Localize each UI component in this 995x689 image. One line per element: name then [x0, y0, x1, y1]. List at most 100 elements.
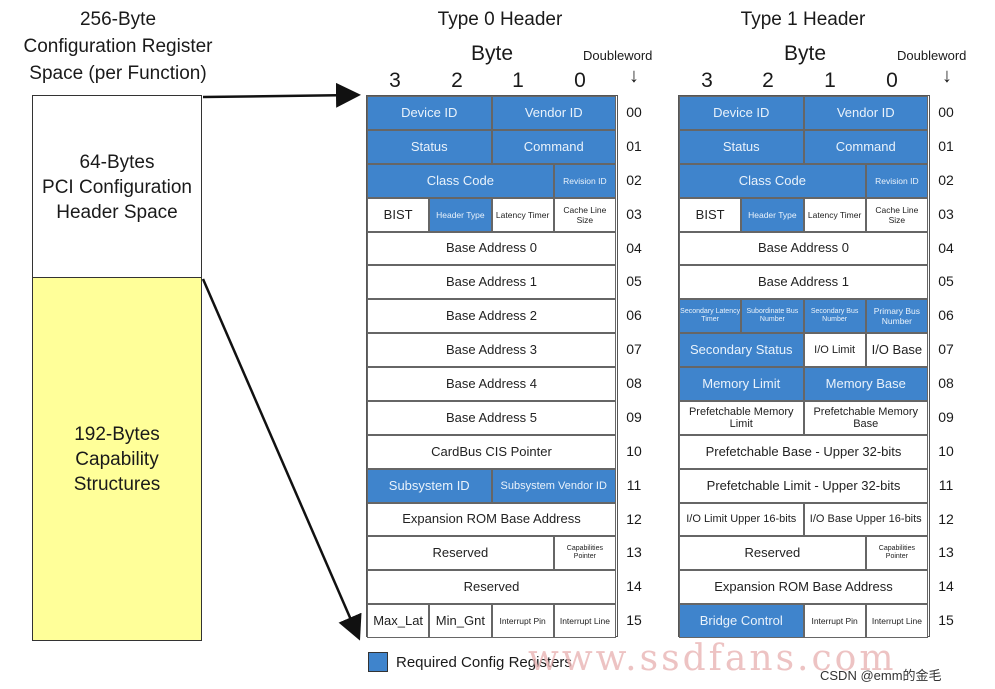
- header-space-line: 64-Bytes: [79, 151, 155, 173]
- config-space-title-line: Configuration Register: [23, 36, 213, 57]
- type1-register-memory-limit: Memory Limit: [679, 367, 804, 401]
- type0-register-base-address-0: Base Address 0: [367, 231, 616, 266]
- type1-register-device-id: Device ID: [679, 96, 804, 130]
- type0-register-interrupt-pin: Interrupt Pin: [491, 604, 554, 638]
- config-space-title-line: 256-Byte: [79, 9, 157, 30]
- type0-register-interrupt-line: Interrupt Line: [553, 604, 616, 638]
- type1-doubleword-number: 11: [938, 476, 954, 493]
- type1-doubleword-number: 03: [938, 205, 954, 222]
- type0-title: Type 0 Header: [437, 9, 563, 30]
- type1-doubleword-label: Doubleword: [897, 48, 967, 63]
- type0-register-expansion-rom-base-address: Expansion ROM Base Address: [367, 502, 616, 537]
- type0-doubleword-number: 05: [626, 273, 642, 290]
- type1-register-interrupt-pin: Interrupt Pin: [803, 604, 866, 638]
- legend-label: Required Config Registers: [396, 654, 572, 671]
- arrow-to-header-top: [202, 82, 361, 108]
- type0-register-base-address-2: Base Address 2: [367, 299, 616, 334]
- type1-register-capabilities-pointer: Capabilities Pointer: [865, 536, 928, 571]
- type1-doubleword-number: 12: [938, 510, 954, 527]
- type0-doubleword-number: 08: [626, 375, 642, 391]
- type1-doubleword-number: 10: [938, 442, 954, 459]
- type1-doubleword-number: 01: [938, 137, 954, 154]
- type0-register-subsystem-vendor-id: Subsystem Vendor ID: [491, 468, 616, 503]
- type1-register-prefetchable-base-upper-32-bits: Prefetchable Base - Upper 32-bits: [679, 434, 928, 469]
- type1-register-class-code: Class Code: [679, 163, 866, 198]
- type1-register-i-o-limit: I/O Limit: [803, 333, 866, 367]
- type1-register-status: Status: [679, 129, 804, 164]
- type1-doubleword-number: 08: [938, 375, 954, 391]
- type0-register-bist: BIST: [367, 197, 430, 232]
- capability-line: Structures: [73, 473, 161, 495]
- type0-byte-label: Byte: [470, 42, 514, 65]
- capability-line: 192-Bytes: [74, 423, 160, 445]
- type1-byte-0: 0: [886, 69, 898, 92]
- type1-register-vendor-id: Vendor ID: [803, 96, 928, 130]
- credit: CSDN @emm的金毛: [820, 668, 942, 683]
- header-space-line: PCI Configuration: [42, 176, 192, 198]
- type1-doubleword-number: 02: [938, 171, 954, 188]
- type0-register-header-type: Header Type: [429, 197, 492, 232]
- type0-doubleword-number: 06: [626, 307, 642, 324]
- type0-register-command: Command: [491, 129, 616, 164]
- capability-structures-box: 192-Bytes Capability Structures: [32, 277, 202, 641]
- type1-register-secondary-bus-number: Secondary Bus Number: [803, 299, 866, 334]
- type1-doubleword-number: 13: [938, 544, 954, 561]
- type1-title: Type 1 Header: [740, 9, 866, 30]
- header-space-line: Header Space: [56, 201, 178, 223]
- type0-byte-3: 3: [389, 69, 401, 92]
- type0-register-vendor-id: Vendor ID: [491, 96, 616, 130]
- type1-doubleword-number: 09: [938, 408, 954, 425]
- type0-register-revision-id: Revision ID: [553, 163, 616, 198]
- type1-register-interrupt-line: Interrupt Line: [865, 604, 928, 638]
- type1-doubleword-number: 14: [938, 578, 954, 595]
- type1-doubleword-number: 00: [938, 104, 954, 120]
- type0-doubleword-number: 00: [626, 104, 642, 120]
- type1-byte-3: 3: [701, 69, 713, 92]
- type0-register-min-gnt: Min_Gnt: [429, 604, 492, 638]
- type0-register-status: Status: [367, 129, 492, 164]
- type1-register-secondary-status: Secondary Status: [679, 333, 804, 367]
- header-space-box: 64-Bytes PCI Configuration Header Space: [32, 95, 202, 279]
- type1-register-i-o-limit-upper-16-bits: I/O Limit Upper 16-bits: [679, 502, 804, 537]
- type0-doubleword-label: Doubleword: [583, 48, 653, 63]
- type1-register-memory-base: Memory Base: [803, 367, 928, 401]
- type0-register-max-lat: Max_Lat: [367, 604, 430, 638]
- config-space-title-line: Space (per Function): [29, 63, 207, 84]
- type0-register-reserved: Reserved: [367, 536, 554, 571]
- type0-doubleword-number: 01: [626, 137, 642, 154]
- type0-byte-0: 0: [574, 69, 586, 92]
- type0-register-latency-timer: Latency Timer: [491, 197, 554, 232]
- type1-register-i-o-base: I/O Base: [865, 333, 928, 367]
- type0-doubleword-number: 13: [626, 544, 642, 561]
- type1-register-expansion-rom-base-address: Expansion ROM Base Address: [679, 570, 928, 605]
- type0-doubleword-number: 07: [626, 341, 642, 358]
- watermark: www.ssdfans.com: [528, 638, 897, 679]
- type1-register-base-address-1: Base Address 1: [679, 265, 928, 300]
- type0-doubleword-arrow-icon: ↓: [629, 65, 639, 87]
- type1-register-base-address-0: Base Address 0: [679, 231, 928, 266]
- type1-register-primary-bus-number: Primary Bus Number: [865, 299, 928, 334]
- config-space-title: 256-Byte Configuration Register Space (p…: [8, 6, 228, 87]
- type1-byte-2: 2: [762, 69, 774, 92]
- type0-byte-1: 1: [512, 69, 524, 92]
- type1-register-prefetchable-memory-base: Prefetchable Memory Base: [803, 400, 928, 435]
- type1-register-subordinate-bus-number: Subordinate Bus Number: [741, 299, 804, 334]
- type1-register-bist: BIST: [679, 197, 742, 232]
- type0-doubleword-number: 09: [626, 408, 642, 425]
- type1-register-prefetchable-memory-limit: Prefetchable Memory Limit: [679, 400, 804, 435]
- type1-register-i-o-base-upper-16-bits: I/O Base Upper 16-bits: [803, 502, 928, 537]
- type0-doubleword-number: 12: [626, 510, 642, 527]
- type1-register-cache-line-size: Cache Line Size: [865, 197, 928, 232]
- arrow-to-header-bottom: [201, 278, 362, 641]
- type1-doubleword-number: 07: [938, 341, 954, 358]
- type0-doubleword-number: 02: [626, 171, 642, 188]
- type1-doubleword-arrow-icon: ↓: [942, 65, 952, 87]
- type0-register-base-address-1: Base Address 1: [367, 265, 616, 300]
- type0-register-capabilities-pointer: Capabilities Pointer: [553, 536, 616, 571]
- type0-register-base-address-5: Base Address 5: [367, 400, 616, 435]
- type1-register-secondary-latency-timer: Secondary Latency Timer: [679, 299, 742, 334]
- legend-swatch: [368, 652, 388, 672]
- type0-doubleword-number: 04: [626, 239, 642, 256]
